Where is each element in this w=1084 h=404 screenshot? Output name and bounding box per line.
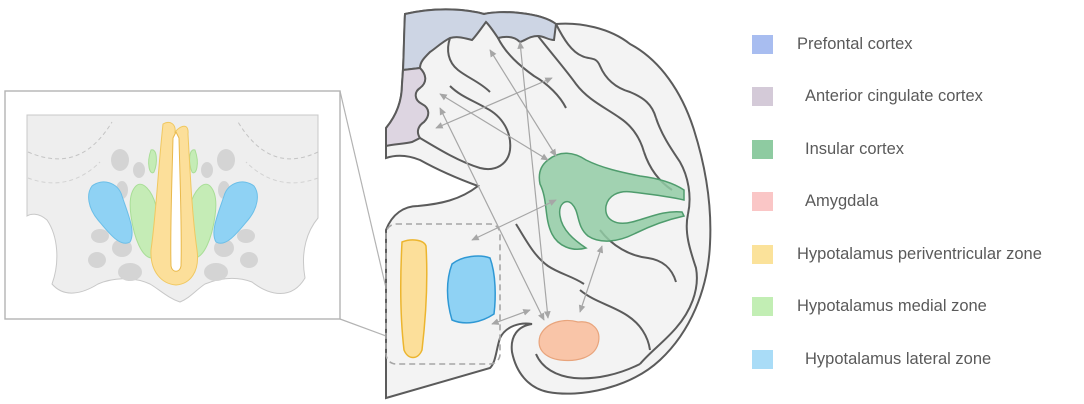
- legend: Prefontal cortex Anterior cingulate cort…: [752, 34, 1082, 402]
- inset-dashed-left-2: [27, 161, 101, 184]
- inset-medial-small-right: [189, 149, 198, 174]
- legend-item-anterior-cingulate-cortex: Anterior cingulate cortex: [752, 87, 1082, 107]
- legend-label: Hypotalamus medial zone: [797, 297, 987, 315]
- arrow-amygdala-hypothalamus: [491, 309, 531, 325]
- hypothalamus-inset: [4, 90, 341, 320]
- lateral-zone-region: [446, 255, 496, 324]
- legend-swatch: [752, 349, 773, 369]
- arrow-insular-amygdala: [578, 245, 604, 313]
- prefrontal-cortex-region: [401, 8, 558, 72]
- legend-label: Insular cortex: [805, 139, 905, 158]
- legend-swatch: [752, 192, 773, 211]
- inset-medial-small-left: [148, 149, 157, 174]
- legend-label: Amygdala: [805, 192, 879, 210]
- legend-item-insular-cortex: Insular cortex: [752, 139, 1082, 159]
- legend-swatch: [752, 139, 773, 159]
- legend-label: Hypotalamus lateral zone: [805, 349, 992, 368]
- legend-swatch: [752, 297, 773, 316]
- amygdala-region: [538, 319, 600, 362]
- legend-item-amygdala: Amygdala: [752, 192, 1082, 212]
- zoom-line-bottom: [339, 318, 387, 337]
- legend-item-periventricular-zone: Hypotalamus periventricular zone: [752, 244, 1082, 264]
- inset-dashed-right-2: [245, 161, 319, 184]
- legend-label: Prefontal cortex: [797, 34, 913, 53]
- zoom-line-top: [339, 90, 387, 289]
- arrow-insular-hypothalamus: [471, 199, 557, 241]
- legend-label: Anterior cingulate cortex: [805, 87, 983, 105]
- inset-third-ventricle: [170, 130, 182, 272]
- periventricular-zone-region: [399, 239, 428, 359]
- inset-dashed-left: [27, 121, 113, 160]
- legend-swatch: [752, 34, 773, 54]
- connection-arrows: [435, 41, 604, 325]
- legend-swatch: [752, 87, 773, 106]
- legend-label: Hypotalamus periventricular zone: [797, 244, 1042, 263]
- inset-dashed-right: [237, 121, 319, 160]
- hypothalamus-dashed-box: [385, 223, 501, 365]
- legend-item-lateral-zone: Hypotalamus lateral zone: [752, 349, 1082, 369]
- inset-lateral-zone-right: [213, 181, 258, 244]
- legend-item-medial-zone: Hypotalamus medial zone: [752, 297, 1082, 317]
- inset-lateral-zone-left: [88, 181, 133, 244]
- anterior-cingulate-region: [385, 66, 430, 148]
- cortex-folds: [419, 23, 698, 380]
- legend-swatch: [752, 244, 773, 264]
- insular-cortex-region: [538, 152, 686, 250]
- inset-gray-nuclei: [88, 149, 258, 281]
- legend-item-prefrontal-cortex: Prefontal cortex: [752, 34, 1082, 54]
